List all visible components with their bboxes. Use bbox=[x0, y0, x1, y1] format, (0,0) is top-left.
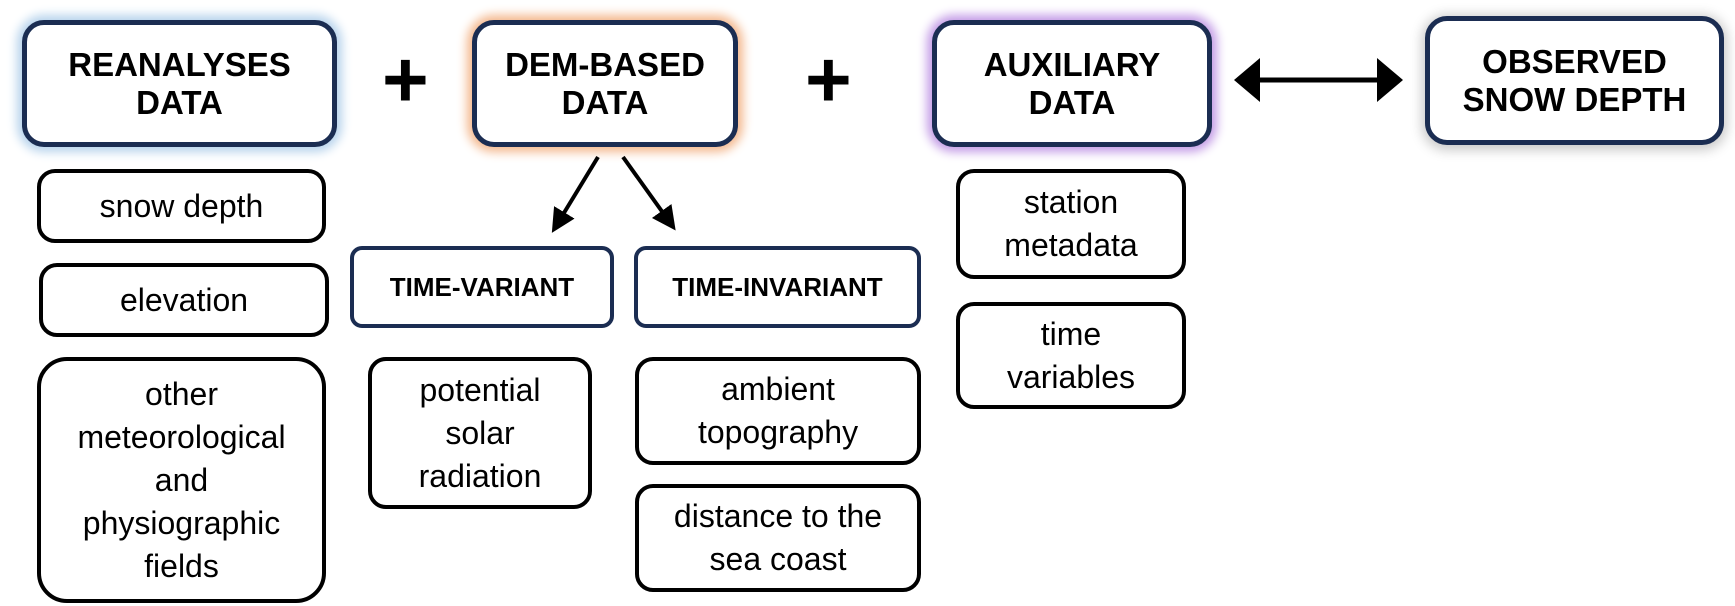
plus-sign: + bbox=[805, 35, 852, 124]
item-snow-depth: snow depth bbox=[37, 169, 326, 243]
arrow-to-time-invariant bbox=[621, 155, 676, 231]
time-variant-box: TIME-VARIANT bbox=[350, 246, 614, 328]
auxiliary-data-box: AUXILIARY DATA bbox=[932, 20, 1212, 147]
item-ambient-topography: ambient topography bbox=[635, 357, 921, 465]
item-potential-solar-radiation: potential solar radiation bbox=[368, 357, 592, 509]
dem-based-data-box: DEM-BASED DATA bbox=[472, 20, 738, 147]
item-distance-to-sea-coast: distance to the sea coast bbox=[635, 484, 921, 592]
item-time-variables: time variables bbox=[956, 302, 1186, 409]
double-arrow-icon bbox=[1234, 58, 1403, 102]
plus-sign: + bbox=[382, 35, 429, 124]
arrow-to-time-variant bbox=[551, 155, 600, 233]
time-invariant-box: TIME-INVARIANT bbox=[634, 246, 921, 328]
reanalyses-data-box: REANALYSES DATA bbox=[22, 20, 337, 147]
item-elevation: elevation bbox=[39, 263, 329, 337]
item-other-fields: other meteorological and physiographic f… bbox=[37, 357, 326, 603]
item-station-metadata: station metadata bbox=[956, 169, 1186, 279]
observed-snow-depth-box: OBSERVED SNOW DEPTH bbox=[1425, 16, 1724, 145]
